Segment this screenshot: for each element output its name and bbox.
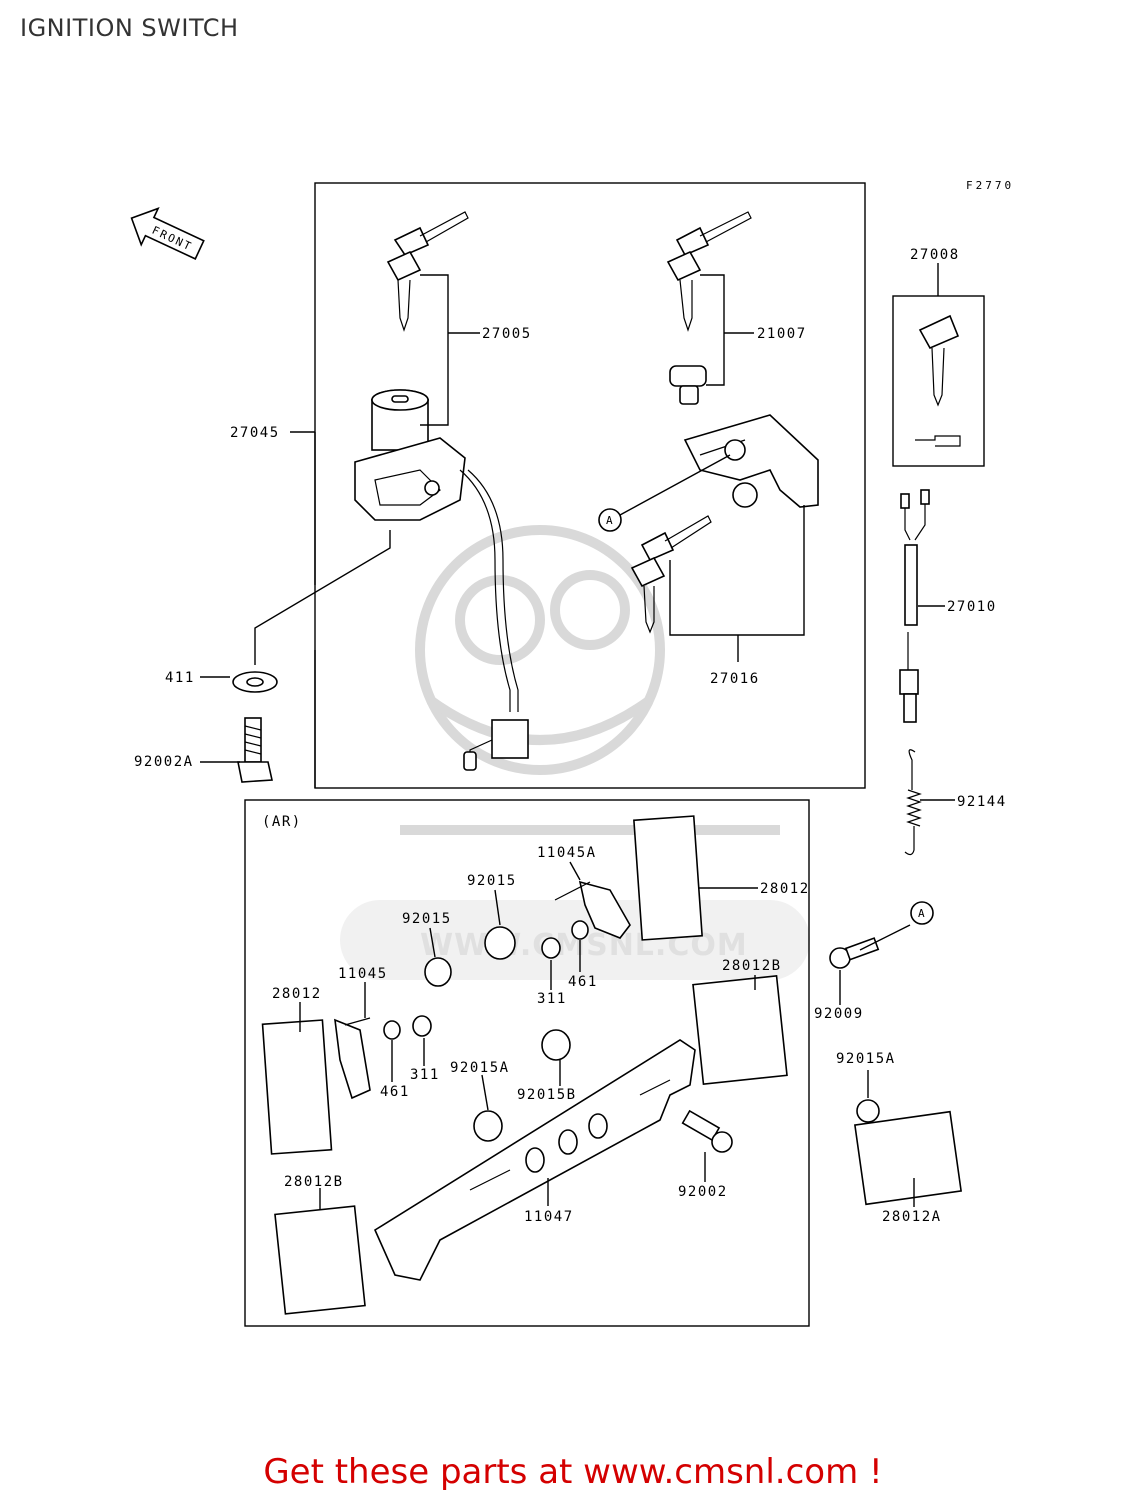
reflector-28012-icon [633,815,703,941]
part-label-92015A-center: 92015A [450,1060,510,1076]
washer-461-right [571,920,589,940]
washer-461-left [383,1020,401,1040]
collar-92015-left [424,957,452,987]
collar-92015-right [484,926,516,960]
wire-harness-outer [467,469,519,712]
spring-icon [904,749,922,856]
part-label-27005: 27005 [482,326,532,342]
cta-link[interactable]: Get these parts at www.cmsnl.com ! [263,1452,883,1492]
part-label-92015A-right: 92015A [836,1051,896,1067]
part-label-27045: 27045 [230,425,280,441]
part-label-92009: 92009 [814,1006,864,1022]
nut-311-left [412,1015,432,1037]
connector-icon [491,719,529,759]
reflector-28012-left-icon [261,1019,333,1155]
part-label-461-lower: 461 [380,1084,410,1100]
bracket-11045A-icon [554,880,631,939]
ignition-switch-icon [354,389,466,521]
collar-92015B [541,1029,571,1061]
ref-marker-a-2 [910,901,934,925]
part-label-28012-upper: 28012 [760,881,810,897]
ref-marker-a-1-label: A [606,514,613,527]
bolt-92002A-icon [237,717,273,783]
part-label-461-upper: 461 [568,974,598,990]
collar-92015A [473,1110,503,1142]
ref-marker-a-2-label: A [918,907,925,920]
bracket-11045-icon [334,1017,371,1100]
figure-code: F2770 [966,179,1014,192]
part-label-27008: 27008 [910,247,960,263]
reflector-28012B-icon [692,975,788,1085]
screw-92009-icon [829,937,880,969]
key-set-21007-icon [666,211,752,332]
part-label-27010: 27010 [947,599,997,615]
part-label-11045A: 11045A [537,845,597,861]
part-label-28012B-lower: 28012B [284,1174,344,1190]
front-arrow-icon: FRONT [130,207,205,260]
key-blank-icon [915,314,961,447]
part-label-92015B: 92015B [517,1087,577,1103]
part-label-311-lower: 311 [410,1067,440,1083]
part-label-28012-left: 28012 [272,986,322,1002]
wire-harness [459,469,511,712]
wire-lead-icon [899,489,930,723]
part-label-27016: 27016 [710,671,760,687]
washer-411-hole [246,677,264,687]
page-title: IGNITION SWITCH [20,14,239,42]
reflector-28012B-lower-icon [274,1205,366,1315]
part-label-28012A: 28012A [882,1209,942,1225]
collar-92015A-right [856,1099,880,1123]
part-label-28012B-upper: 28012B [722,958,782,974]
leader-lines [200,263,955,1210]
ar-section-label: (AR) [262,814,302,830]
bolt-92002-icon [681,1109,733,1153]
part-label-92002: 92002 [678,1184,728,1200]
part-label-411: 411 [165,670,195,686]
part-label-92144: 92144 [957,794,1007,810]
key-set-27005-icon [386,211,469,332]
part-label-11045: 11045 [338,966,388,982]
part-label-21007: 21007 [757,326,807,342]
stay-11047-icon [373,1039,696,1281]
reflector-28012A-icon [853,1110,963,1206]
ref-marker-a-1 [598,508,622,532]
nut-311-right [541,937,561,959]
part-label-92015-lower: 92015 [402,911,452,927]
part-label-92015-upper: 92015 [467,873,517,889]
lock-cylinder-icon [669,365,707,405]
part-label-311-upper: 311 [537,991,567,1007]
key-set-27016-icon [630,515,712,634]
part-label-92002A: 92002A [134,754,194,770]
terminal-icon [463,751,477,771]
seat-lock-icon [683,414,819,508]
part-label-11047: 11047 [524,1209,574,1225]
ar-section-box [244,799,810,1327]
